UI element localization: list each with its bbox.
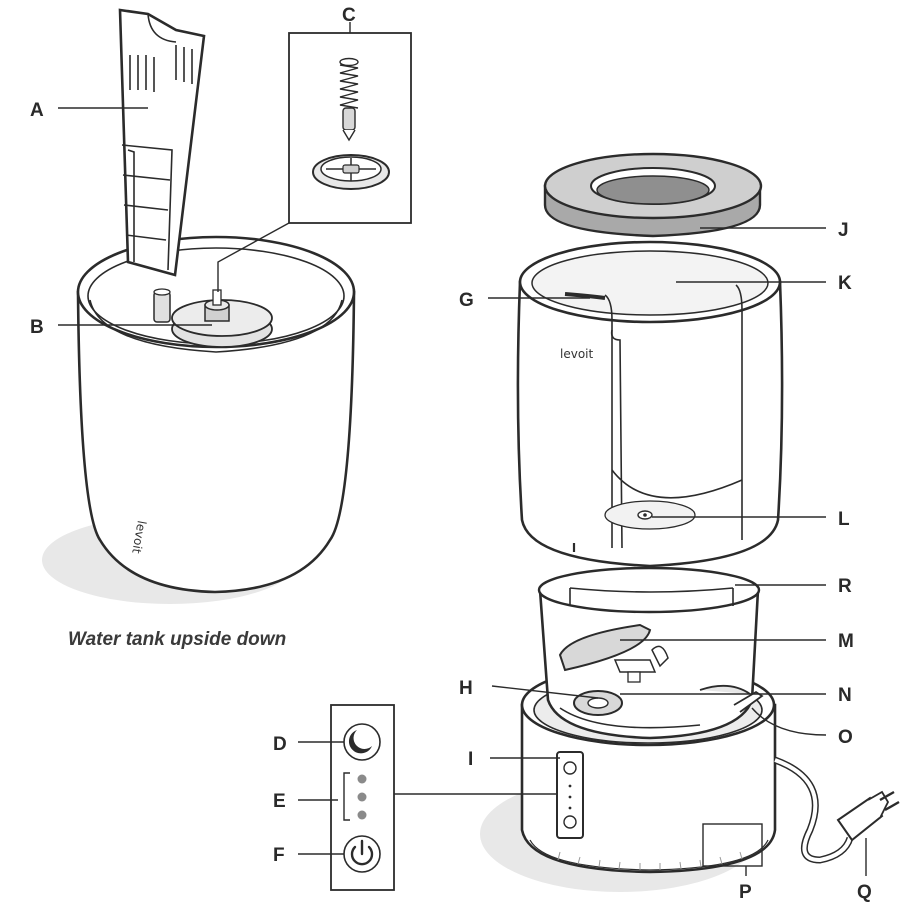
power-icon [350, 845, 374, 866]
label-l: L [838, 509, 850, 530]
label-b: B [30, 317, 44, 338]
upside-down-water-tank: levoit [42, 235, 356, 604]
label-r: R [838, 576, 852, 597]
label-f: F [273, 845, 285, 866]
humidifier-base [480, 566, 900, 892]
float [558, 623, 652, 672]
base-body [520, 703, 777, 874]
water-level-window [604, 284, 743, 548]
label-a: A [30, 100, 44, 121]
valve-inset [217, 32, 412, 292]
leader-lines [58, 22, 867, 876]
label-g: G [459, 290, 474, 311]
sleep-button [343, 723, 381, 761]
label-m: M [838, 631, 854, 652]
part-labels: A B C D E F G H I J K L M N O P Q R [30, 5, 872, 903]
water-tank-brand-logo: levoit [560, 347, 593, 361]
caption-water-tank-upside-down: Water tank upside down [68, 629, 286, 650]
label-j: J [838, 220, 849, 241]
label-i: I [468, 749, 473, 770]
label-d: D [273, 734, 287, 755]
label-e: E [273, 791, 286, 812]
top-cover [543, 152, 763, 238]
tank-brand-logo: levoit [129, 519, 149, 554]
tank-float-pin [153, 291, 171, 323]
descaling-filter-cartridge [118, 8, 206, 277]
control-panel-inset [330, 704, 557, 891]
tank-body [76, 290, 356, 594]
label-q: Q [857, 882, 872, 903]
water-tank: levoit [516, 240, 784, 568]
label-o: O [838, 727, 853, 748]
label-h: H [459, 678, 473, 699]
power-plug [836, 790, 900, 842]
label-k: K [838, 273, 852, 294]
label-n: N [838, 685, 852, 706]
power-cord [773, 756, 854, 864]
label-c: C [342, 5, 356, 26]
moon-icon [348, 730, 372, 754]
base-control-panel [556, 751, 584, 839]
indicator-lights [357, 774, 367, 820]
water-tank-body [516, 280, 784, 568]
power-button [343, 835, 381, 873]
label-p: P [739, 882, 752, 903]
